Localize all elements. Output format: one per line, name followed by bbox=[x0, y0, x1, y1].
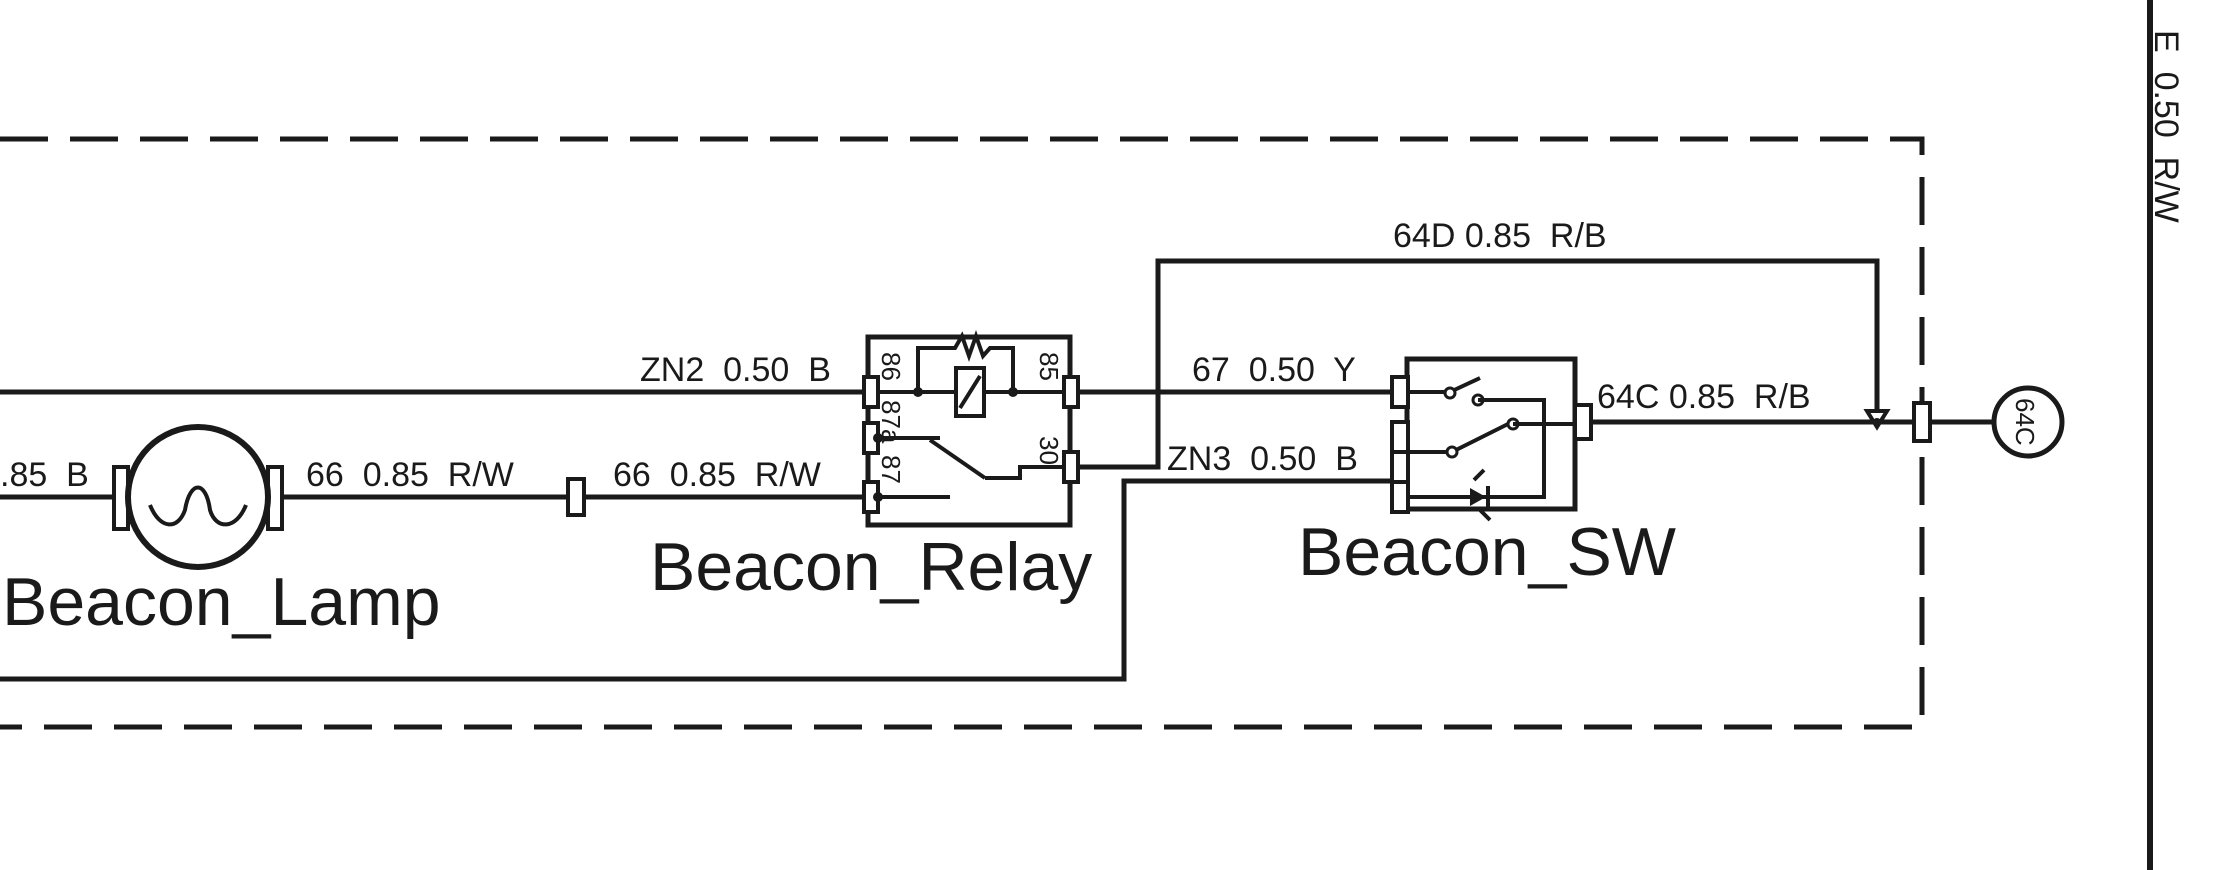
beacon-switch-symbol bbox=[1390, 356, 1593, 522]
wire-label-64c: 64C 0.85 R/B bbox=[1597, 378, 1811, 416]
connector-circle bbox=[1991, 385, 2065, 459]
relay-node-a bbox=[913, 387, 923, 397]
splice-connector bbox=[566, 477, 586, 517]
relay-pin-87-label: 87 bbox=[876, 455, 906, 484]
switch-pin-4 bbox=[1390, 480, 1410, 514]
relay-coil-wire bbox=[878, 329, 1015, 394]
enclosure-connector bbox=[1912, 401, 1932, 443]
relay-pin-86 bbox=[862, 375, 880, 409]
relay-pin-87a-label: 87a bbox=[876, 400, 906, 444]
relay-coil-diagonal bbox=[958, 374, 982, 410]
connector-label: 64C bbox=[2010, 398, 2040, 446]
relay-contact-30 bbox=[985, 465, 1064, 480]
component-label-relay: Beacon_Relay bbox=[650, 529, 1092, 605]
beacon-lamp-symbol bbox=[112, 424, 284, 570]
relay-switch-arm bbox=[928, 438, 987, 480]
relay-pin-85 bbox=[1062, 375, 1080, 409]
lamp-filament bbox=[148, 485, 248, 527]
relay-pin-86-label: 86 bbox=[876, 352, 906, 381]
beacon-relay-symbol: 86 87a 87 85 30 bbox=[862, 329, 1080, 528]
indicator-led-icon bbox=[1470, 488, 1486, 506]
wire-label-67: 67 0.50 Y bbox=[1192, 351, 1356, 389]
switch-arm-2 bbox=[1451, 422, 1509, 454]
indicator-led-ray-2 bbox=[1478, 508, 1492, 522]
junction-dot bbox=[1873, 418, 1881, 426]
wire-label-64d: 64D 0.85 R/B bbox=[1393, 217, 1607, 255]
wire-label-zn2: ZN2 0.50 B bbox=[640, 351, 831, 389]
wire-64d bbox=[1075, 258, 1880, 470]
wire-zn3 bbox=[0, 478, 1400, 682]
connector-64c: 64C bbox=[1991, 385, 2065, 459]
switch-pin-67 bbox=[1390, 375, 1410, 409]
wire-label-zn3: ZN3 0.50 B bbox=[1167, 440, 1358, 478]
relay-pin-30 bbox=[1062, 450, 1080, 484]
switch-node-1 bbox=[1443, 386, 1457, 400]
switch-led-lead bbox=[1466, 424, 1546, 499]
component-label-switch: Beacon_SW bbox=[1298, 514, 1676, 590]
wire-label-right-partial: E 0.50 R/W bbox=[2147, 30, 2185, 223]
indicator-led-ray-1 bbox=[1472, 468, 1486, 482]
switch-lead-2 bbox=[1478, 398, 1546, 424]
switch-pin-2 bbox=[1390, 420, 1410, 454]
wire-label-66-relay: 66 0.85 R/W bbox=[613, 456, 821, 494]
switch-pin-3 bbox=[1390, 450, 1410, 484]
relay-pin-85-label: 85 bbox=[1034, 352, 1064, 381]
relay-pin-30-label: 30 bbox=[1034, 436, 1064, 465]
relay-node-b bbox=[1008, 387, 1018, 397]
switch-pin-64c bbox=[1573, 403, 1593, 441]
wire-label-66-lamp: 66 0.85 R/W bbox=[306, 456, 514, 494]
component-label-lamp: Beacon_Lamp bbox=[2, 564, 441, 640]
wire-label-left-partial: .85 B bbox=[0, 456, 89, 494]
switch-node-3 bbox=[1445, 445, 1459, 459]
lamp-icon bbox=[125, 424, 271, 570]
